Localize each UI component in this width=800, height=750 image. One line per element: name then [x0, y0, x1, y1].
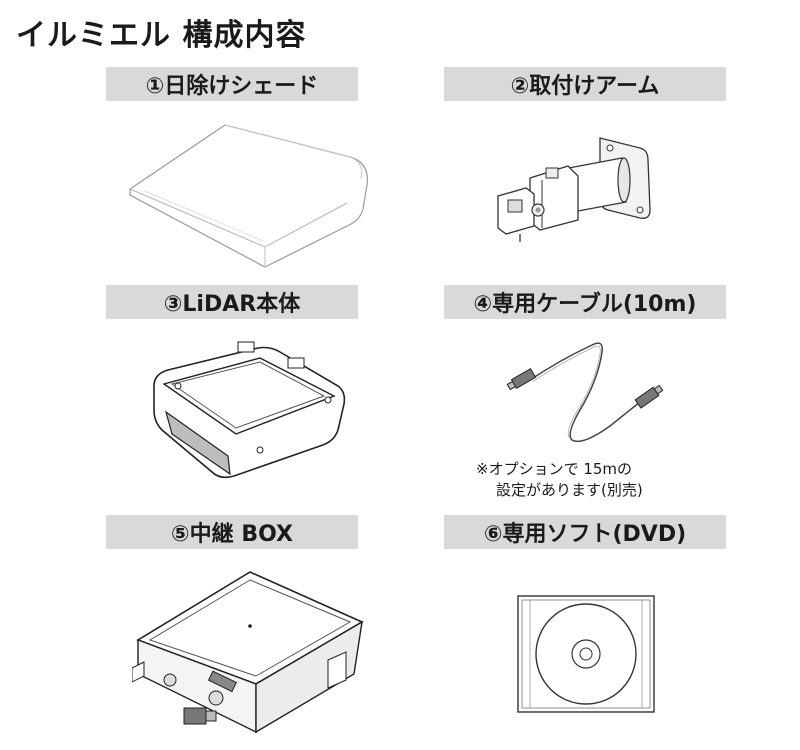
- item-label-lidar-unit: ③LiDAR本体: [106, 285, 358, 319]
- note-line-1: ※オプションで 15mの: [476, 460, 633, 478]
- item-label-mounting-arm: ②取付けアーム: [444, 67, 726, 101]
- dvd-illustration: [516, 590, 656, 715]
- cable-illustration: [500, 330, 670, 455]
- relay-box-illustration: [132, 562, 367, 742]
- item-label-cable: ④専用ケーブル(10m): [444, 285, 726, 319]
- mounting-arm-illustration: [490, 130, 670, 245]
- note-line-2: 設定があります(別売): [496, 481, 643, 499]
- sunshade-illustration: [125, 117, 375, 277]
- page-title: イルミエル 構成内容: [16, 18, 307, 53]
- item-label-relay-box: ⑤中継 BOX: [106, 515, 358, 549]
- cable-option-note: ※オプションで 15mの 設定があります(別売): [476, 459, 643, 501]
- item-label-sunshade: ①日除けシェード: [106, 67, 358, 101]
- item-label-software-dvd: ⑥専用ソフト(DVD): [444, 515, 726, 549]
- lidar-unit-illustration: [148, 338, 348, 488]
